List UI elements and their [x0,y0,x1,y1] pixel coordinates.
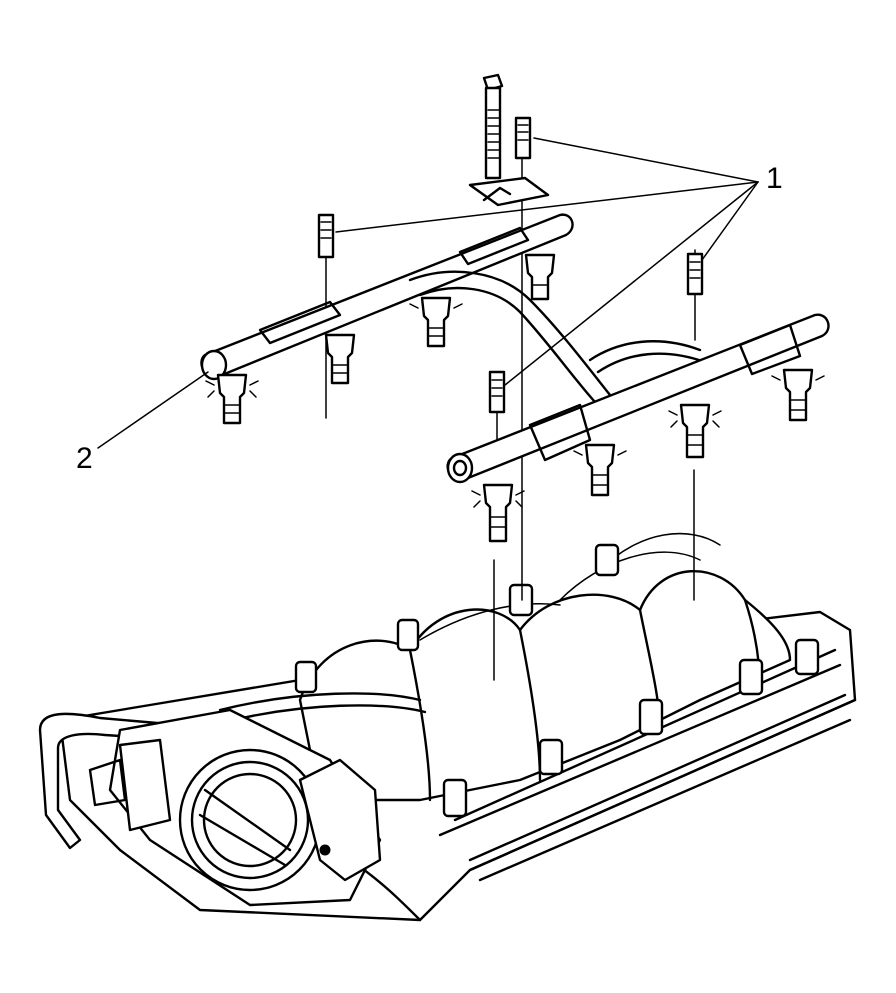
fuel-rail-icon [200,213,830,484]
throttle-body-icon [88,708,382,907]
callout-2: 2 [76,442,93,475]
manifold-boss-icons [294,543,820,818]
fuel-injector-icon [205,253,825,543]
bracket-icon [468,176,550,207]
stud-bolt-icon [317,73,704,414]
callout-1: 1 [766,162,783,195]
leader-lines [97,137,759,449]
